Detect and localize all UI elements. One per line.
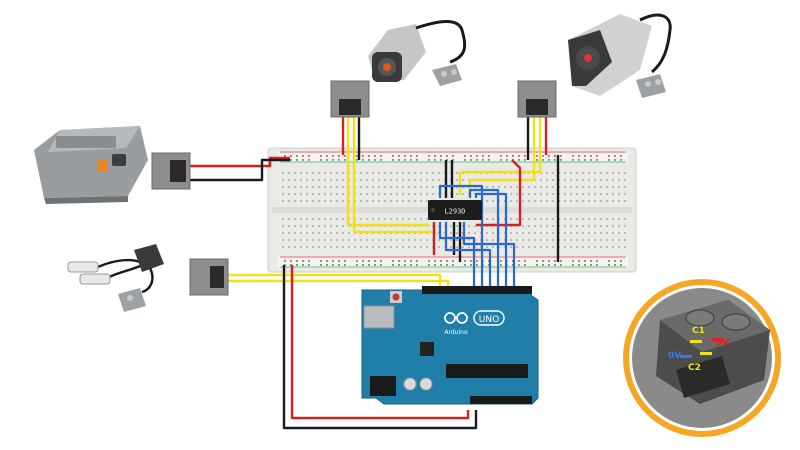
large-motor [568, 13, 672, 98]
pin-label-c1: C1 [692, 326, 705, 336]
wire-motor1-yellow-a [346, 115, 430, 227]
wire-blue-4 [474, 192, 508, 288]
connector-battery [151, 152, 191, 190]
wire-power-black [282, 265, 478, 430]
wire-blue-5 [462, 222, 516, 288]
wires [190, 115, 560, 430]
wire-led-yellow-b [218, 279, 450, 288]
chip-label: L293D [444, 208, 465, 216]
wire-blue-6 [438, 222, 476, 288]
pin-label-c2: C2 [688, 363, 701, 373]
arduino-logo-icon [444, 312, 468, 324]
wire-power-red [290, 265, 470, 420]
connector-callout: C1 9V 0V C2 [623, 279, 781, 437]
connector-led [189, 258, 229, 296]
arduino-model-label: UNO [479, 315, 499, 325]
motor-driver-chip: L293D [428, 200, 482, 220]
battery-box [34, 126, 148, 204]
wire-motor1-yellow-b [352, 115, 436, 234]
connector-motor2 [517, 80, 557, 118]
led-lights [67, 244, 164, 312]
wire-battery-red [190, 156, 290, 168]
connector-motor1 [330, 80, 370, 118]
wire-blue-2 [444, 222, 492, 288]
medium-motor [368, 20, 467, 86]
pin-label-0v: 0V [668, 351, 681, 361]
wire-motor2-yellow-b [458, 115, 542, 195]
arduino-uno: UNO Arduino [361, 286, 539, 405]
arduino-brand-label: Arduino [444, 329, 468, 336]
pin-label-9v: 9V [716, 338, 729, 348]
wire-blue-1 [438, 184, 484, 288]
wire-motor2-yellow-a [468, 115, 536, 195]
wire-battery-black [190, 158, 290, 182]
wire-blue-3 [468, 188, 500, 288]
